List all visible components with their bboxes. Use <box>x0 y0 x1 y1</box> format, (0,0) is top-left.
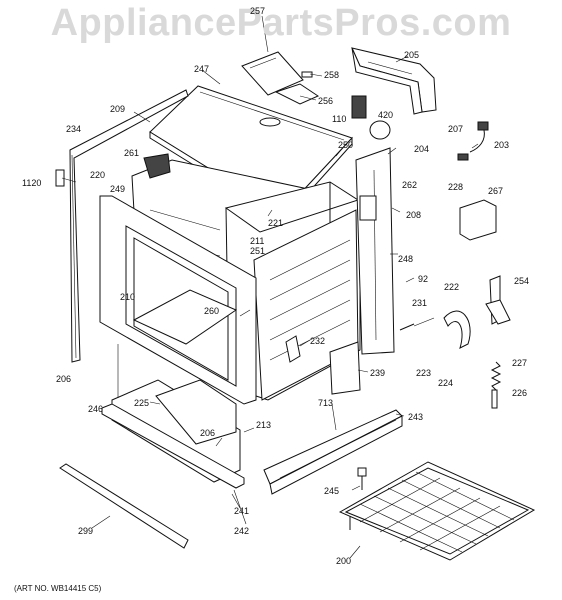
part-label-299[interactable]: 299 <box>78 526 94 536</box>
part-label-110[interactable]: 110 <box>332 114 347 124</box>
part-label-231[interactable]: 231 <box>412 298 428 308</box>
part-label-1120[interactable]: 1120 <box>22 178 42 188</box>
part-label-224[interactable]: 224 <box>438 378 454 388</box>
part-label-251[interactable]: 251 <box>250 246 266 256</box>
part-label-257[interactable]: 257 <box>250 6 266 16</box>
part-label-213[interactable]: 213 <box>256 420 272 430</box>
part-label-227[interactable]: 227 <box>512 358 528 368</box>
part-label-203[interactable]: 203 <box>494 140 510 150</box>
screw-231 <box>399 323 415 331</box>
part-label-211[interactable]: 211 <box>250 236 265 246</box>
part-label-260[interactable]: 260 <box>204 306 220 316</box>
part-label-92[interactable]: 92 <box>418 274 429 284</box>
part-label-232[interactable]: 232 <box>310 336 326 346</box>
part-label-245[interactable]: 245 <box>324 486 340 496</box>
part-label-239[interactable]: 239 <box>370 368 386 378</box>
part-label-256[interactable]: 256 <box>318 96 334 106</box>
part-label-242[interactable]: 242 <box>234 526 250 536</box>
drawer-panel-225 <box>101 344 245 489</box>
hinge-232 <box>285 335 301 363</box>
foot-1120 <box>55 169 65 187</box>
part-label-223[interactable]: 223 <box>416 368 432 378</box>
part-label-250[interactable]: 250 <box>338 140 354 150</box>
switch-110 <box>351 95 391 140</box>
part-label-246[interactable]: 246 <box>88 404 104 414</box>
part-label-243[interactable]: 243 <box>408 412 424 422</box>
backguard-205 <box>351 47 437 115</box>
hook-226 <box>491 389 498 409</box>
bolt-245 <box>357 467 367 490</box>
side-panel-209 <box>69 89 189 363</box>
part-label-258[interactable]: 258 <box>324 70 340 80</box>
part-label-261[interactable]: 261 <box>124 148 140 158</box>
burner-assembly-243 <box>263 409 403 495</box>
part-label-225[interactable]: 225 <box>134 398 150 408</box>
part-label-262[interactable]: 262 <box>402 180 418 190</box>
right-side-248 <box>355 147 395 355</box>
part-label-247[interactable]: 247 <box>194 64 210 74</box>
leader-lines <box>61 15 479 559</box>
bracket-254 <box>485 275 511 325</box>
block-267 <box>459 199 497 241</box>
part-label-222[interactable]: 222 <box>444 282 460 292</box>
top-panel-257 <box>241 51 304 96</box>
part-label-210[interactable]: 210 <box>120 292 136 302</box>
part-label-204[interactable]: 204 <box>414 144 430 154</box>
part-label-206-lower[interactable]: 206 <box>200 428 216 438</box>
latch-222 <box>443 310 471 349</box>
connector-203 <box>457 121 489 161</box>
duct-261 <box>143 153 171 179</box>
part-label-241[interactable]: 241 <box>234 506 250 516</box>
part-label-254[interactable]: 254 <box>514 276 530 286</box>
part-label-220[interactable]: 220 <box>90 170 106 180</box>
lower-panel-239 <box>329 341 361 395</box>
part-label-206-left[interactable]: 206 <box>56 374 72 384</box>
part-label-420[interactable]: 420 <box>378 110 394 120</box>
oven-rack-200 <box>338 461 536 561</box>
part-label-228[interactable]: 228 <box>448 182 464 192</box>
art-number: (ART NO. WB14415 C5) <box>14 584 102 593</box>
part-label-267[interactable]: 267 <box>488 186 504 196</box>
spring-227 <box>490 361 502 391</box>
part-label-208[interactable]: 208 <box>406 210 422 220</box>
part-label-226[interactable]: 226 <box>512 388 528 398</box>
part-label-713[interactable]: 713 <box>318 398 334 408</box>
kick-strip-299 <box>59 463 189 549</box>
part-label-221[interactable]: 221 <box>268 218 284 228</box>
part-label-248[interactable]: 248 <box>398 254 414 264</box>
part-label-249[interactable]: 249 <box>110 184 126 194</box>
part-label-205[interactable]: 205 <box>404 50 420 60</box>
part-label-207[interactable]: 207 <box>448 124 464 134</box>
part-label-209[interactable]: 209 <box>110 104 126 114</box>
part-label-200[interactable]: 200 <box>336 556 352 566</box>
part-label-234[interactable]: 234 <box>66 124 82 134</box>
oven-floor-260 <box>132 289 238 345</box>
bracket-256 <box>274 71 320 105</box>
